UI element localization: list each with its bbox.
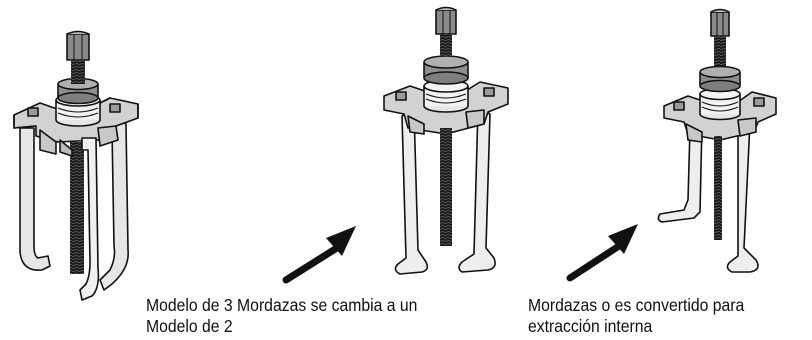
screw (71, 60, 85, 84)
caption-internal: Mordazas o es convertido para extracción… (528, 295, 744, 337)
internal-puller (657, 8, 777, 273)
screw (440, 34, 452, 56)
washer (423, 55, 469, 69)
bolt-head (435, 9, 457, 35)
bolt-head (710, 11, 730, 37)
three-jaw-puller (13, 30, 139, 301)
caption-internal-line-2: extracción interna (528, 316, 653, 336)
two-jaw-puller (383, 6, 509, 275)
screw (714, 36, 726, 66)
jaw-right (458, 107, 496, 273)
back-jaw-left (19, 127, 51, 271)
jaw-right (726, 115, 759, 273)
washer (699, 65, 741, 79)
caption-internal-line-1: Mordazas o es convertido para (528, 295, 745, 315)
caption-two-jaw-line-1: Modelo de 3 Mordazas se cambia a un (146, 295, 418, 315)
arrow-2 (566, 224, 638, 282)
arrow-1 (282, 226, 356, 284)
back-jaw-right (99, 117, 129, 291)
caption-two-jaw: Modelo de 3 Mordazas se cambia a un Mode… (146, 295, 417, 337)
jaw-left (394, 109, 429, 275)
bolt-head (66, 33, 90, 61)
jaw-left (657, 123, 703, 223)
front-jaw (79, 137, 100, 301)
caption-two-jaw-line-2: Modelo de 2 (146, 316, 233, 336)
